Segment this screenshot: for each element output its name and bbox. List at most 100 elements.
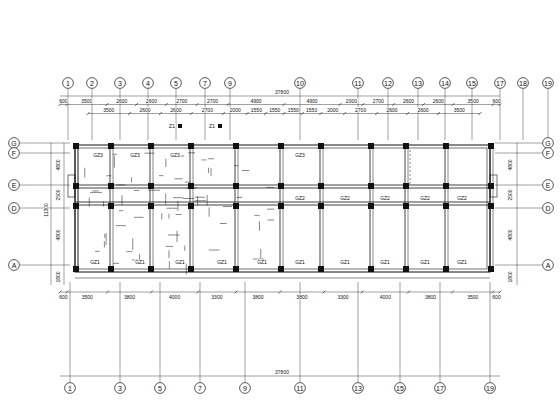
column-tag: GZ1 [175, 260, 186, 265]
axis-bubble: 13 [352, 382, 364, 394]
axis-number: 17 [494, 80, 506, 87]
dimension: 1550 [287, 108, 299, 113]
dimension: 2000 [345, 99, 357, 104]
axis-number: F [542, 150, 554, 157]
axis-bubble: D [542, 202, 554, 214]
axis-bubble: 11 [294, 382, 306, 394]
dimension: 600 [59, 295, 68, 300]
dimension: 4800 [56, 159, 61, 171]
axis-number: A [542, 262, 554, 269]
axis-bubble: 4 [142, 77, 154, 89]
column-tag: GZ1 [257, 260, 268, 265]
axis-number: 3 [114, 80, 126, 87]
dimension: 37800 [275, 90, 290, 95]
axis-bubble: 15 [394, 382, 406, 394]
column-tag: GZ2 [340, 196, 351, 201]
axis-number: 1 [64, 385, 76, 392]
axis-number: 2 [86, 80, 98, 87]
axis-number: G [542, 140, 554, 147]
axis-bubble: 19 [542, 77, 554, 89]
dimension: 4800 [508, 159, 513, 171]
dimension: 4900 [250, 99, 262, 104]
axis-bubble: 1 [64, 382, 76, 394]
axis-bubble: A [8, 259, 20, 271]
dimension: 2600 [417, 108, 429, 113]
axis-bubble: 5 [154, 382, 166, 394]
axis-bubble: F [542, 147, 554, 159]
axis-number: 19 [542, 80, 554, 87]
axis-bubble: 7 [199, 77, 211, 89]
axis-bubble: 17 [494, 77, 506, 89]
dimension: 1550 [269, 108, 281, 113]
axis-bubble: 9 [239, 382, 251, 394]
dimension: 3300 [337, 295, 349, 300]
column-tag: Z1 [169, 124, 176, 129]
axis-bubble: 11 [352, 77, 364, 89]
dimension: 1800 [508, 271, 513, 283]
axis-bubble: 18 [517, 77, 529, 89]
dimension: 3500 [453, 108, 465, 113]
axis-number: 11 [352, 80, 364, 87]
dimension: 4900 [306, 99, 318, 104]
dimension: 2700 [355, 108, 367, 113]
axis-number: A [8, 262, 20, 269]
dimension: 3500 [81, 99, 93, 104]
axis-bubble: 9 [224, 77, 236, 89]
axis-bubble: E [8, 179, 20, 191]
axis-bubble: 3 [114, 382, 126, 394]
dimension: 2600 [145, 99, 157, 104]
dimension: 2600 [170, 108, 182, 113]
dimension: 600 [492, 99, 501, 104]
axis-number: 12 [382, 80, 394, 87]
column-tag: GZ1 [457, 260, 468, 265]
axis-number: D [8, 205, 20, 212]
dimension: 2000 [327, 108, 339, 113]
dimension: 4800 [508, 229, 513, 241]
axis-number: 3 [114, 385, 126, 392]
column-tag: GZ3 [295, 153, 306, 158]
axis-number: 15 [466, 80, 478, 87]
axis-number: 9 [224, 80, 236, 87]
axis-bubble: 19 [484, 382, 496, 394]
column-tag: GZ2 [420, 196, 431, 201]
column-tag: GZ1 [340, 260, 351, 265]
axis-bubble: 17 [434, 382, 446, 394]
dimension: 2700 [372, 99, 384, 104]
dimension: 3300 [211, 295, 223, 300]
dimension: 2700 [201, 108, 213, 113]
dimension: 3500 [467, 99, 479, 104]
axis-bubble: G [542, 137, 554, 149]
axis-bubble: 14 [439, 77, 451, 89]
dimension: 600 [492, 295, 501, 300]
axis-bubble: G [8, 137, 20, 149]
dimension: 3800 [296, 295, 308, 300]
axis-number: 17 [434, 385, 446, 392]
column-tag: GZ1 [217, 260, 228, 265]
dimension: 4000 [379, 295, 391, 300]
axis-number: 13 [412, 80, 424, 87]
dimension: 2700 [207, 99, 219, 104]
axis-number: 4 [142, 80, 154, 87]
structure [68, 143, 497, 278]
dimension: 3800 [123, 295, 135, 300]
axis-number: 14 [439, 80, 451, 87]
axis-number: G [8, 140, 20, 147]
dimension: 2000 [229, 108, 241, 113]
dimension: 11300 [44, 203, 49, 218]
column-tag: GZ1 [90, 260, 101, 265]
axis-number: 19 [484, 385, 496, 392]
axis-bubble: 7 [194, 382, 206, 394]
column-tag: GZ2 [295, 196, 306, 201]
dimension: 1550 [250, 108, 262, 113]
axis-number: 11 [294, 385, 306, 392]
axis-bubble: 10 [294, 77, 306, 89]
axis-bubble: 3 [114, 77, 126, 89]
dimension: 2600 [116, 99, 128, 104]
axis-number: F [8, 150, 20, 157]
dimension: 600 [59, 99, 68, 104]
dimension: 2500 [508, 189, 513, 201]
dimension: 1800 [56, 271, 61, 283]
column-tag: GZ2 [457, 196, 468, 201]
axis-number: 1 [62, 80, 74, 87]
